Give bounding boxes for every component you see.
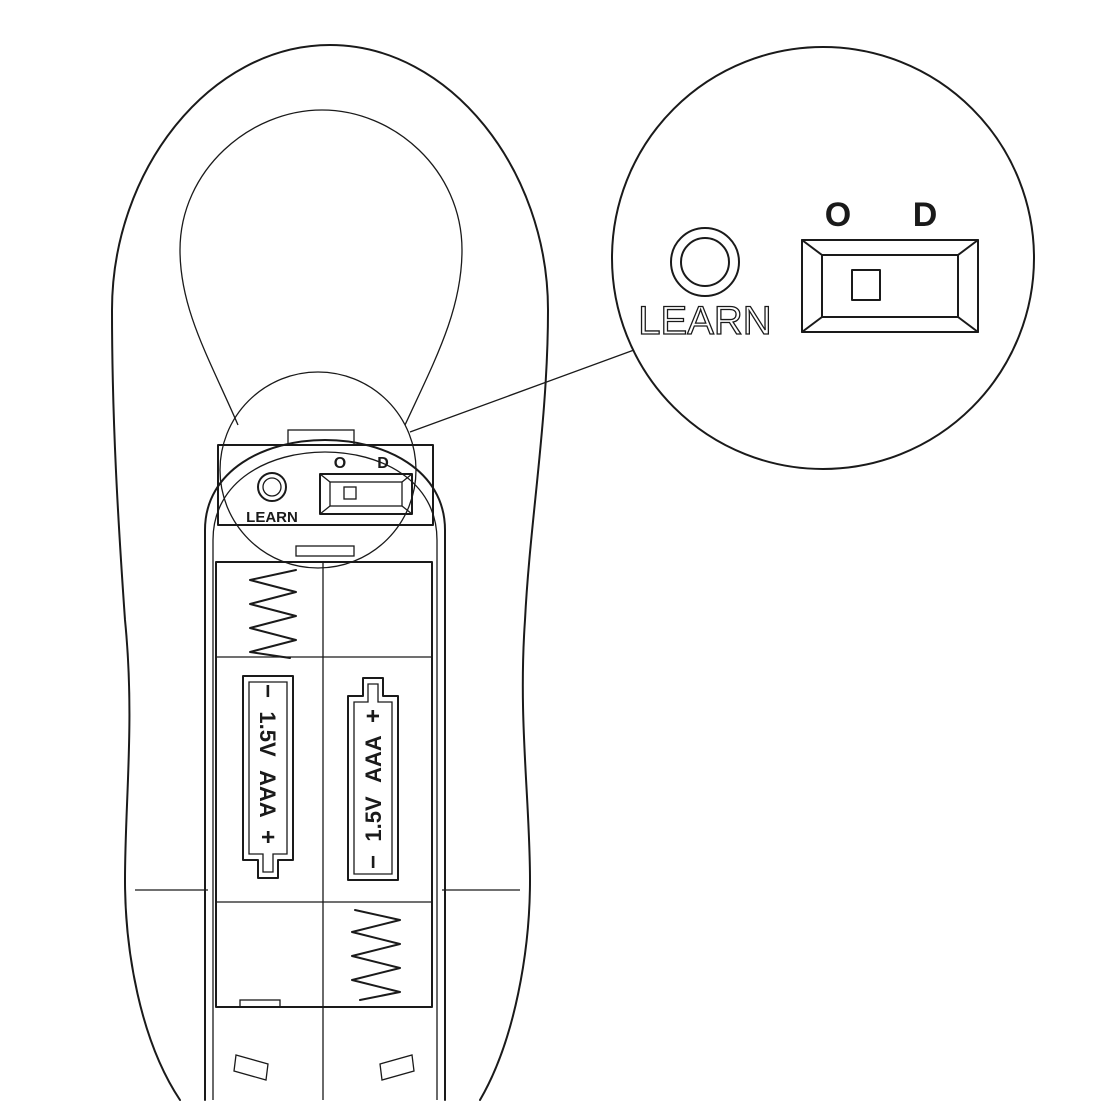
switch-label-d-small: D	[377, 455, 389, 472]
battery-bay	[215, 561, 433, 1008]
battery-left-minus: −	[254, 684, 281, 698]
battery-cover-outline	[204, 439, 446, 1101]
zoom-source-circle	[219, 371, 417, 569]
switch-label-o-small: O	[334, 455, 346, 472]
connector-bottom	[239, 999, 281, 1008]
zoom-leader-line	[409, 349, 635, 433]
battery-left: − 1.5V AAA +	[242, 675, 294, 879]
switch-label-d-zoom: D	[913, 196, 938, 234]
connector-top	[295, 545, 355, 557]
latch-right	[379, 1054, 415, 1081]
learn-button-zoom[interactable]	[670, 227, 740, 297]
switch-label-o-zoom: O	[825, 196, 851, 234]
spring-bottom-right	[351, 909, 401, 1001]
mode-switch-zoom[interactable]	[801, 239, 979, 333]
learn-button-small[interactable]	[257, 472, 287, 502]
battery-right-type: AAA	[361, 735, 386, 783]
remote-body-outline	[111, 44, 549, 1101]
battery-cover-inner	[212, 451, 438, 1100]
battery-left-voltage: 1.5V	[255, 711, 280, 757]
remote-top-inset	[179, 109, 463, 426]
battery-right-minus: −	[360, 855, 387, 869]
spring-top-left	[249, 569, 297, 659]
battery-right-plus: +	[360, 709, 387, 723]
learn-label-small: LEARN	[246, 509, 298, 526]
battery-right-voltage: 1.5V	[361, 796, 386, 842]
mode-switch-small[interactable]	[319, 473, 413, 515]
battery-left-plus: +	[254, 830, 281, 844]
learn-label-zoom: LEARN	[638, 299, 771, 343]
battery-left-type: AAA	[255, 770, 280, 818]
battery-right: − 1.5V AAA +	[347, 677, 399, 881]
latch-left	[233, 1054, 269, 1081]
zoom-detail-circle	[611, 46, 1035, 470]
panel-tab	[287, 429, 355, 446]
